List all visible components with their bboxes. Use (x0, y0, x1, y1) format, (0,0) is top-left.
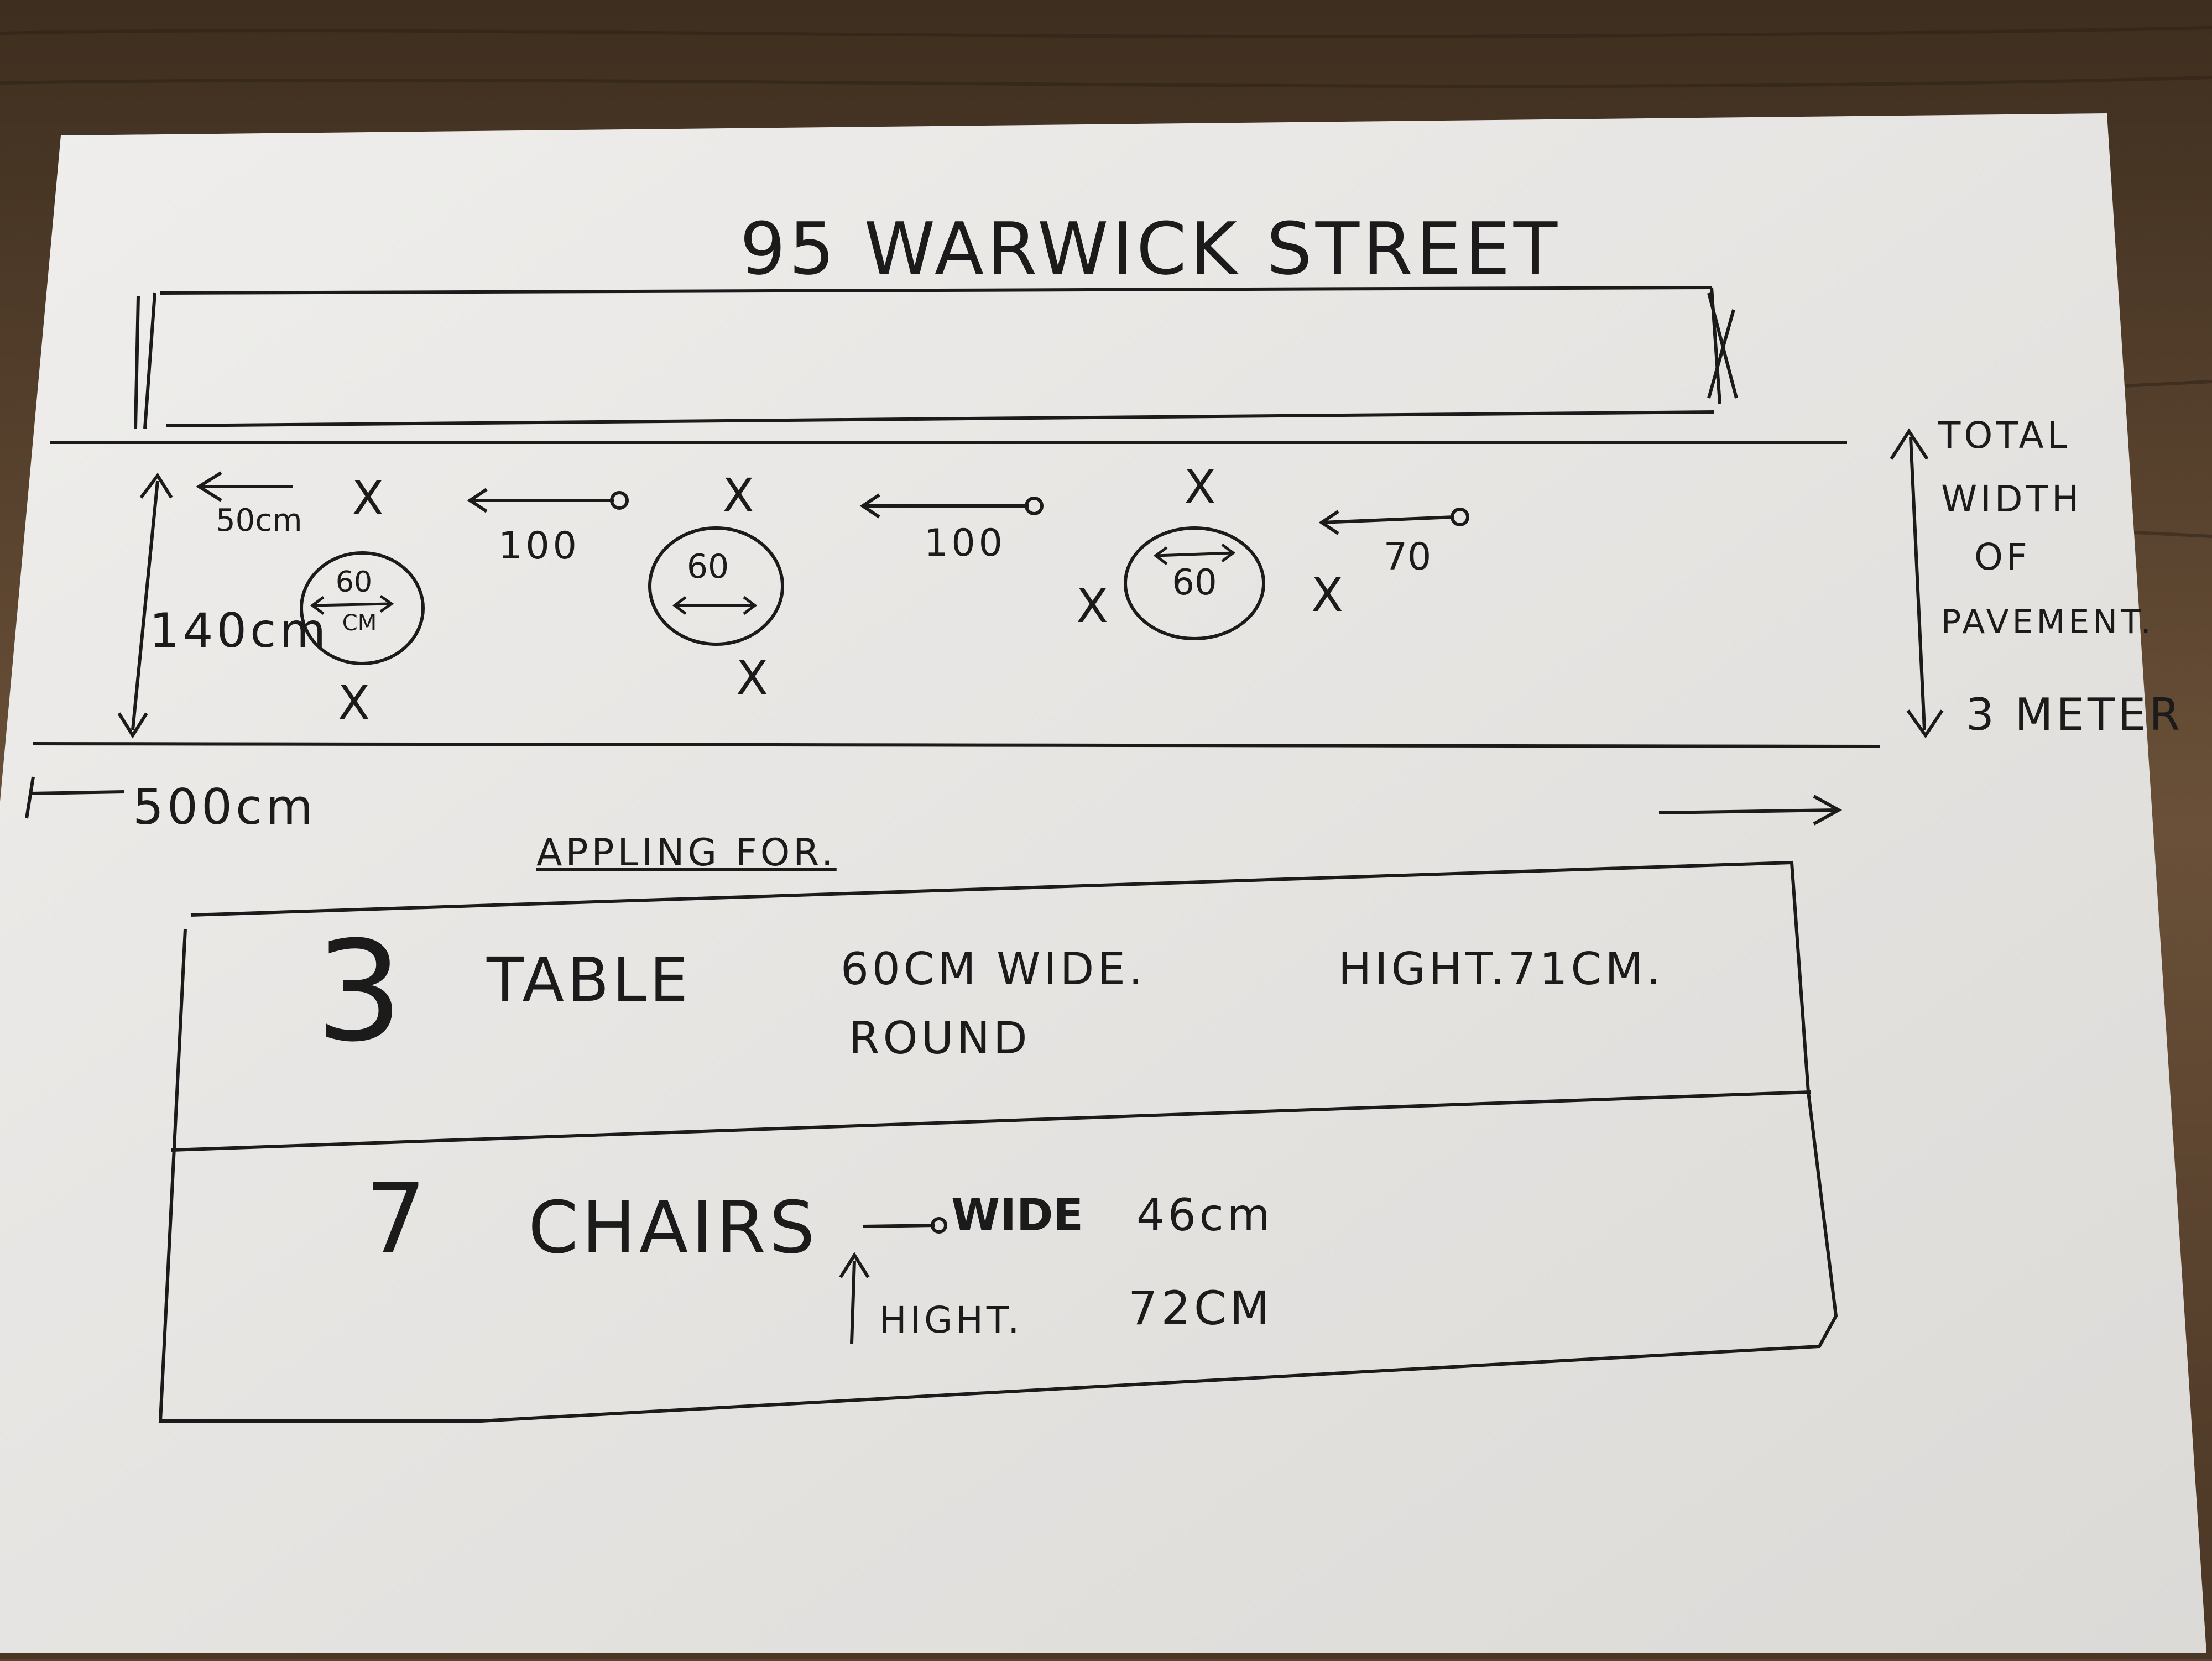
table-2-arrow (672, 596, 758, 615)
table-1-label: 60 (336, 566, 372, 599)
total-width-line-2: WIDTH (1941, 478, 2083, 520)
table-3-arrow (1153, 544, 1236, 565)
table-2-label: 60 (687, 547, 729, 586)
total-width-arrow (1890, 428, 1944, 739)
table-2-circle (648, 526, 784, 646)
summary-box (158, 860, 1838, 1423)
table-2: 60 (648, 526, 784, 646)
chairs-row: 7 CHAIRS WIDE 46cm HIGHT. 72CM (365, 1163, 1274, 1344)
chairs-height-arrow (839, 1252, 870, 1344)
total-width-value: 3 METER (1966, 689, 2183, 740)
chair-marker: X (1076, 579, 1108, 633)
total-width-line-4: PAVEMENT. (1941, 603, 2154, 641)
chairs-width-arrow (862, 1217, 947, 1234)
chair-marker: X (722, 468, 754, 523)
chair-markers: X X X X X X X (338, 460, 1343, 730)
table-count: 3 (315, 911, 403, 1072)
table-1-arrow (310, 594, 394, 615)
building-outline (134, 286, 1738, 429)
paper-sheet (0, 113, 2206, 1653)
chairs-width-value: 46cm (1136, 1189, 1274, 1241)
table-height: HIGHT.71CM. (1338, 943, 1664, 995)
chair-marker: X (1184, 460, 1216, 514)
length-label: 500cm (133, 779, 316, 835)
total-width-line-3: OF (1974, 536, 2031, 578)
length-arrow (25, 776, 1843, 826)
gap-2-arrow (859, 493, 1044, 519)
depth-label: 140cm (149, 603, 329, 659)
table-3-circle (1124, 526, 1265, 640)
table-row: 3 TABLE 60CM WIDE. ROUND HIGHT.71CM. (315, 911, 1664, 1072)
chair-marker: X (352, 471, 384, 525)
gap-3-label: 70 (1384, 535, 1432, 579)
table-3: 60 (1124, 526, 1265, 640)
offset-label: 50cm (216, 503, 302, 539)
table-1-unit: CM (342, 610, 377, 636)
depth-arrow (117, 472, 173, 739)
chairs-count: 7 (365, 1163, 426, 1276)
table-1-circle (300, 551, 425, 665)
chair-marker: X (736, 651, 768, 705)
gap-2-label: 100 (924, 521, 1006, 565)
gap-3-arrow (1318, 508, 1469, 535)
gap-1-arrow (467, 488, 629, 513)
offset-arrow (196, 471, 293, 502)
chair-marker: X (338, 676, 370, 730)
chairs-height-value: 72CM (1128, 1281, 1273, 1335)
chairs-width-label: WIDE (951, 1189, 1083, 1241)
chair-marker: X (1311, 568, 1343, 622)
kerb-line (33, 742, 1881, 748)
chairs-height-label: HIGHT. (879, 1299, 1022, 1341)
total-width-label: TOTAL WIDTH OF PAVEMENT. 3 METER (1938, 414, 2183, 740)
chairs-item: CHAIRS (528, 1185, 818, 1270)
table-item: TABLE (486, 944, 691, 1015)
page-title: 95 WARWICK STREET (740, 207, 1561, 291)
total-width-line-1: TOTAL (1938, 414, 2070, 457)
table-shape: ROUND (849, 1012, 1031, 1064)
table-1: 60 CM (300, 551, 425, 665)
applying-for-heading: APPLING FOR. (536, 831, 837, 875)
table-3-label: 60 (1172, 562, 1217, 603)
table-size: 60CM WIDE. (841, 943, 1146, 995)
gap-1-label: 100 (498, 524, 580, 568)
